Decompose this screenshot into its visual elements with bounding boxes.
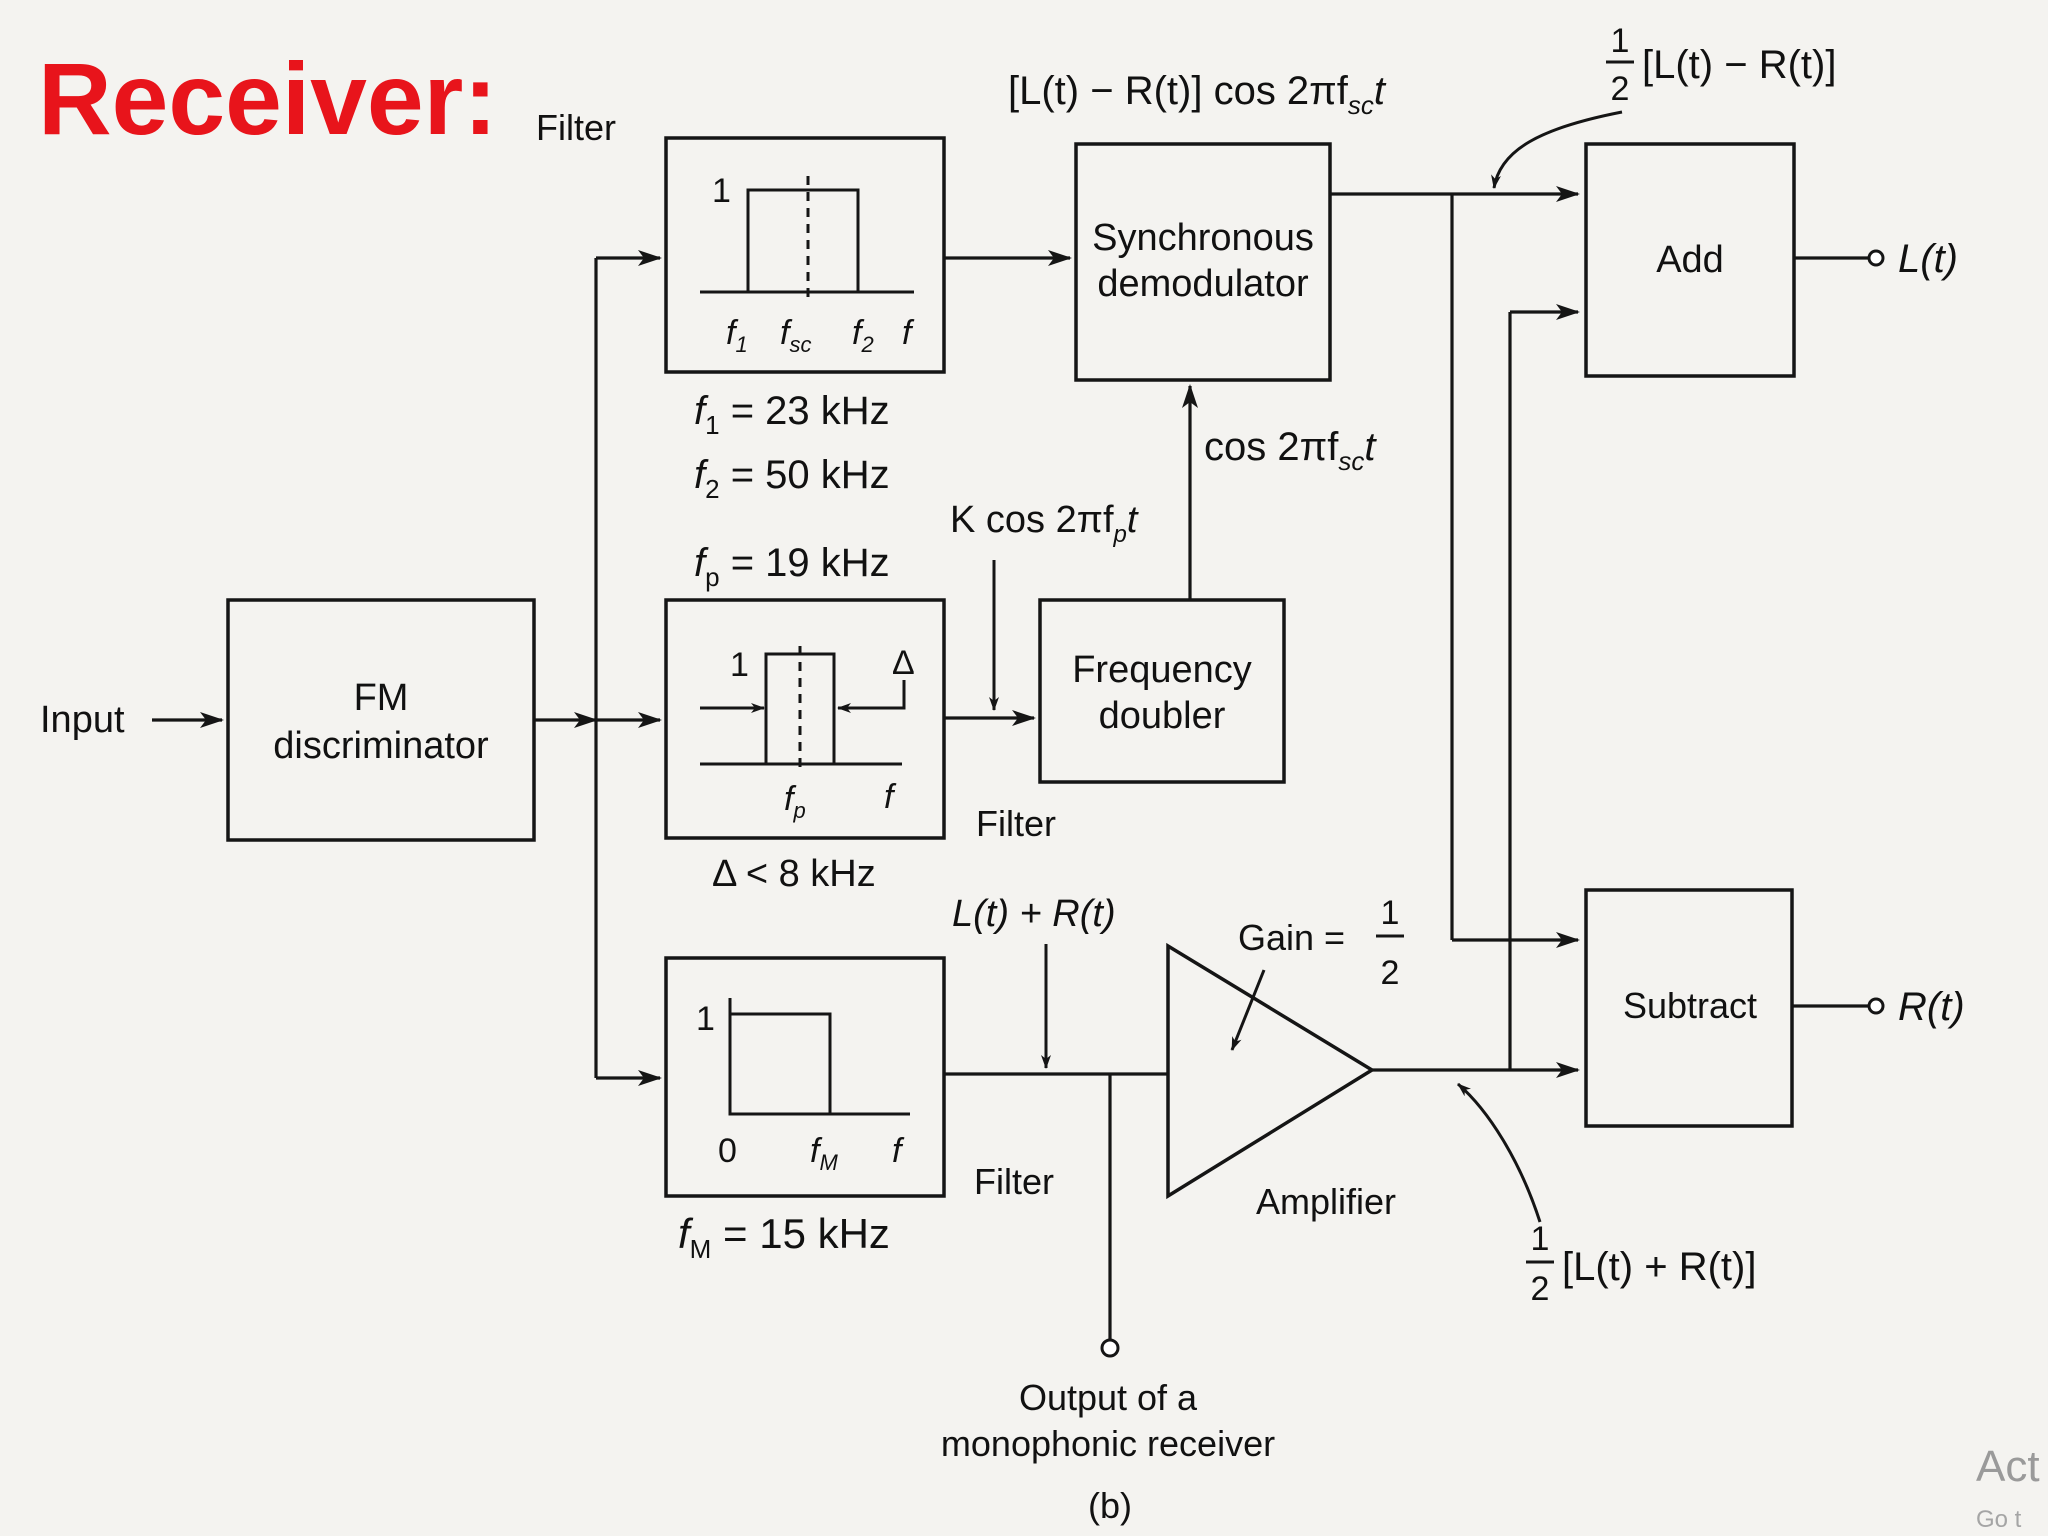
activation-watermark: Act <box>1976 1442 2040 1491</box>
filter-label-bottom: Filter <box>974 1161 1054 1202</box>
sum-signal-label: L(t) + R(t) <box>952 893 1116 935</box>
bandpass-level-one: 1 <box>712 172 731 210</box>
half-diff-pointer <box>1491 110 1623 189</box>
lowpass-level-one: 1 <box>696 1000 715 1038</box>
lowpass-filter-block <box>664 956 946 1198</box>
subtract-label: Subtract <box>1623 985 1757 1026</box>
k-cos-fp-label: K cos 2πfpt <box>950 499 1139 548</box>
cos-fsc-label: cos 2πfsct <box>1204 425 1377 476</box>
half-diff-numerator: 1 <box>1611 22 1630 60</box>
synchronous-demodulator-label-line1: Synchronous <box>1092 217 1314 259</box>
half-sum-pointer <box>1457 1082 1542 1223</box>
pilot-f-axis-label: f <box>884 778 897 816</box>
half-sum-denominator: 2 <box>1531 1270 1550 1308</box>
gain-pointer <box>1230 969 1266 1051</box>
pilot-spec-fp: fp = 19 kHz <box>694 541 890 592</box>
half-diff-label: [L(t) − R(t)] <box>1642 43 1836 87</box>
bandpass-spec-f2: f2 = 50 kHz <box>694 453 890 504</box>
frequency-doubler-label-line1: Frequency <box>1072 649 1252 691</box>
amplifier-label: Amplifier <box>1256 1181 1396 1222</box>
gain-denominator: 2 <box>1381 954 1400 992</box>
lowpass-fm-label: fM <box>810 1132 838 1175</box>
pilot-level-one: 1 <box>730 646 749 684</box>
bandpass-fsc-label: fsc <box>780 314 811 357</box>
frequency-doubler-block <box>1038 598 1286 784</box>
l-output-terminal <box>1867 249 1885 267</box>
gain-label: Gain = <box>1238 917 1345 958</box>
r-output-terminal <box>1867 997 1885 1015</box>
fm-discriminator-block <box>226 598 536 842</box>
bandpass-f1-label: f1 <box>726 314 748 357</box>
synchronous-demodulator-label-line2: demodulator <box>1097 263 1309 305</box>
lowpass-axes <box>728 998 910 1116</box>
pilot-right-delta-arrow <box>837 680 906 713</box>
fm-discriminator-label-line2: discriminator <box>273 725 489 767</box>
bandpass-f2-label: f2 <box>852 314 874 357</box>
l-output-label: L(t) <box>1898 237 1958 281</box>
mono-output-terminal <box>1100 1338 1120 1358</box>
bandpass-filter-block <box>664 136 946 374</box>
half-sum-label: [L(t) + R(t)] <box>1562 1245 1756 1289</box>
subtract-block <box>1584 888 1794 1128</box>
lowpass-spec-fm: fM = 15 kHz <box>678 1210 890 1264</box>
lowpass-origin-zero: 0 <box>718 1132 737 1170</box>
pilot-spec-delta: Δ < 8 kHz <box>712 853 876 895</box>
bandpass-spec-f1: f1 = 23 kHz <box>694 389 890 440</box>
lowpass-f-axis-label: f <box>892 1132 905 1170</box>
fm-discriminator-label-line1: FM <box>354 677 409 719</box>
frequency-doubler-label-line2: doubler <box>1099 695 1226 737</box>
bandpass-f-axis-label: f <box>902 314 915 352</box>
filter-label-middle: Filter <box>976 803 1056 844</box>
slide-title: Receiver: <box>38 42 498 156</box>
mono-output-label-line2: monophonic receiver <box>941 1423 1275 1464</box>
r-output-label: R(t) <box>1898 985 1965 1029</box>
diff-modulated-label: [L(t) − R(t)] cos 2πfsct <box>1008 69 1387 120</box>
input-label: Input <box>40 699 125 741</box>
synchronous-demodulator-block <box>1074 142 1332 382</box>
mono-output-label-line1: Output of a <box>1019 1377 1198 1418</box>
activation-watermark-sub: Go t <box>1976 1506 2022 1533</box>
filter-label-top: Filter <box>536 107 616 148</box>
add-block <box>1584 142 1796 378</box>
figure-tag: (b) <box>1088 1485 1132 1526</box>
pilot-fp-label: fp <box>784 780 806 823</box>
gain-numerator: 1 <box>1381 894 1400 932</box>
amplifier-triangle <box>1166 942 1376 1200</box>
pilot-delta-label: Δ <box>892 644 915 682</box>
half-diff-denominator: 2 <box>1611 70 1630 108</box>
add-label: Add <box>1656 239 1724 281</box>
lowpass-response <box>730 1012 832 1114</box>
bandpass-response <box>746 188 860 292</box>
half-sum-numerator: 1 <box>1531 1220 1550 1258</box>
